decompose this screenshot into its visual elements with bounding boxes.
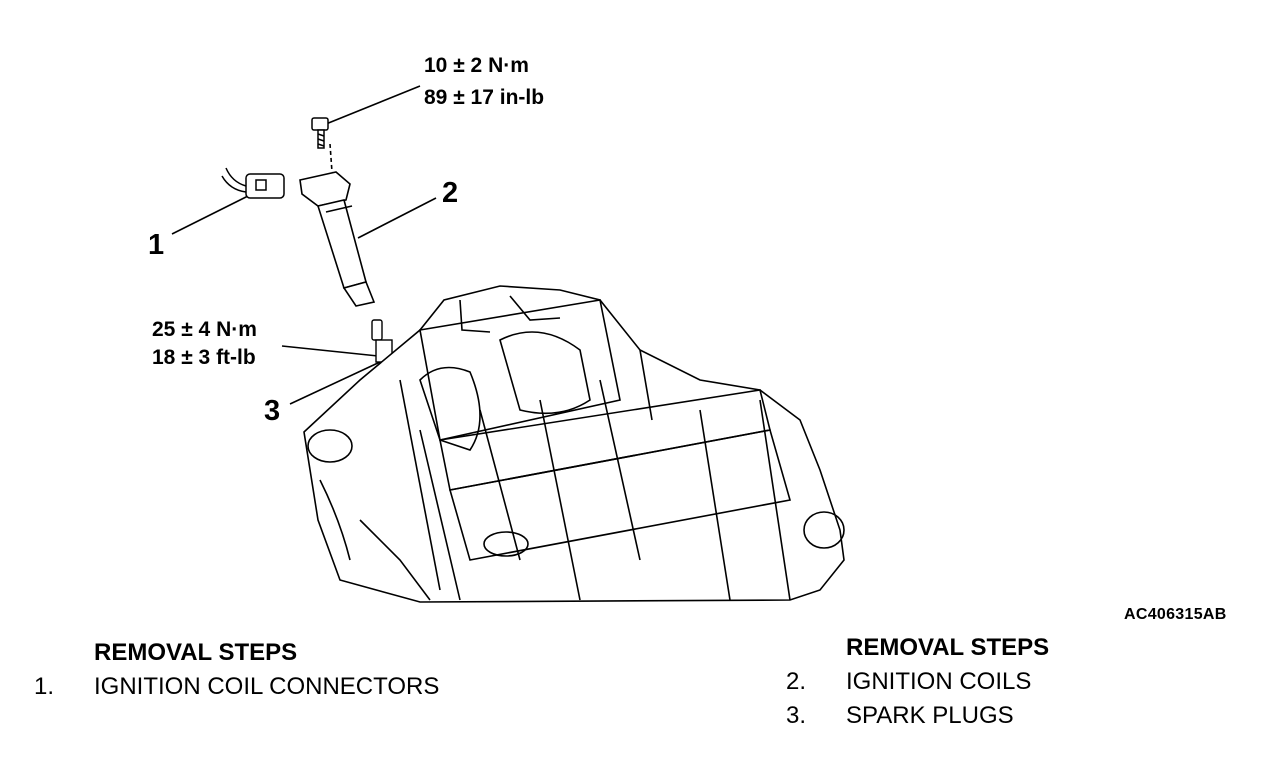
- removal-steps-heading: REMOVAL STEPS: [846, 634, 1050, 661]
- figure-code: AC406315AB: [1124, 606, 1227, 623]
- leader-lines: [171, 85, 437, 405]
- list-item: 2. IGNITION COILS: [786, 665, 1049, 699]
- removal-steps-left: REMOVAL STEPS 1. IGNITION COIL CONNECTOR…: [34, 636, 439, 704]
- list-item: 1. IGNITION COIL CONNECTORS: [34, 670, 439, 704]
- torque-spec-bolt-metric: 10 ± 2 N·m: [424, 54, 529, 77]
- step-label: IGNITION COIL CONNECTORS: [94, 673, 440, 700]
- ignition-coil-connector-icon: [221, 167, 285, 199]
- torque-spec-plug-metric: 25 ± 4 N·m: [152, 318, 257, 341]
- step-number: 2.: [786, 668, 807, 695]
- callout-1: 1: [148, 229, 164, 261]
- step-label: SPARK PLUGS: [846, 702, 1014, 729]
- removal-steps-heading: REMOVAL STEPS: [94, 639, 298, 666]
- step-number: 3.: [786, 702, 807, 729]
- step-label: IGNITION COILS: [846, 668, 1032, 695]
- coil-bolt-icon: [311, 117, 329, 149]
- step-number: 1.: [34, 673, 55, 700]
- ignition-coil-icon: [299, 171, 376, 307]
- list-item: 3. SPARK PLUGS: [786, 699, 1049, 733]
- torque-spec-bolt-imperial: 89 ± 17 in-lb: [424, 86, 544, 109]
- torque-spec-plug-imperial: 18 ± 3 ft-lb: [152, 346, 256, 369]
- removal-steps-right: REMOVAL STEPS 2. IGNITION COILS 3. SPARK…: [786, 631, 1049, 733]
- callout-3: 3: [264, 395, 280, 427]
- callout-2: 2: [442, 177, 458, 209]
- engine-block-illustration: [303, 285, 845, 603]
